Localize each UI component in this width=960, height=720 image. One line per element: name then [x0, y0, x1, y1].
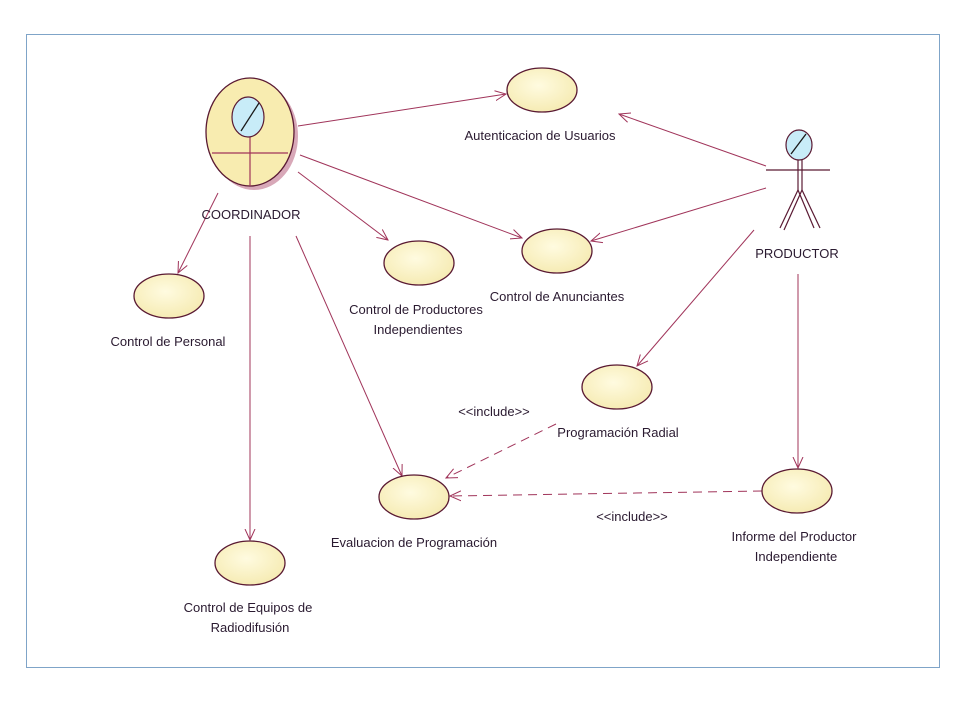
use-cases	[133, 67, 833, 586]
uc-radial[interactable]	[581, 364, 653, 410]
uc-anunciantes[interactable]	[521, 228, 593, 274]
informe-label-line1: Informe del Productor	[731, 529, 857, 544]
uc-personal[interactable]	[133, 273, 205, 319]
equipos-label-line2: Radiodifusión	[211, 620, 290, 635]
coordinador-autenticacion-line	[297, 94, 506, 127]
anunciantes-label: Control de Anunciantes	[490, 289, 625, 304]
coordinador-evaluacion-line	[295, 235, 402, 476]
productor-anunciantes-line	[591, 187, 767, 241]
coordinador-anunciantes-line	[299, 154, 522, 238]
productores-label-line2: Independientes	[374, 322, 463, 337]
coordinador-label: COORDINADOR	[202, 207, 301, 222]
coordinador-actor[interactable]	[205, 77, 298, 190]
uc-autenticacion[interactable]	[506, 67, 578, 113]
coordinador-productores-line	[297, 171, 388, 240]
coordinador-head-icon	[231, 96, 265, 138]
coordinador-personal-line	[178, 192, 219, 273]
equipos-label-line1: Control de Equipos de	[184, 600, 313, 615]
productor-label: PRODUCTOR	[755, 246, 839, 261]
informe-include-line	[450, 491, 763, 496]
include-label-informe: <<include>>	[596, 509, 668, 524]
productor-autenticacion-line	[619, 114, 767, 167]
productor-radial-line	[637, 229, 755, 366]
labels: COORDINADOR PRODUCTOR Autenticacion de U…	[111, 128, 858, 635]
productor-head-icon	[785, 129, 813, 161]
radial-label: Programación Radial	[557, 425, 679, 440]
uc-productores[interactable]	[383, 240, 455, 286]
relations	[178, 94, 798, 540]
autenticacion-label: Autenticacion de Usuarios	[464, 128, 616, 143]
informe-label-line2: Independiente	[755, 549, 837, 564]
productores-label-line1: Control de Productores	[349, 302, 483, 317]
diagram-frame	[26, 34, 940, 668]
uc-equipos[interactable]	[214, 540, 286, 586]
uc-evaluacion[interactable]	[378, 474, 450, 520]
evaluacion-label: Evaluacion de Programación	[331, 535, 497, 550]
productor-actor[interactable]	[766, 129, 830, 231]
personal-label: Control de Personal	[111, 334, 226, 349]
uc-informe[interactable]	[761, 468, 833, 514]
radial-include-line	[446, 423, 557, 478]
include-label-radial: <<include>>	[458, 404, 530, 419]
